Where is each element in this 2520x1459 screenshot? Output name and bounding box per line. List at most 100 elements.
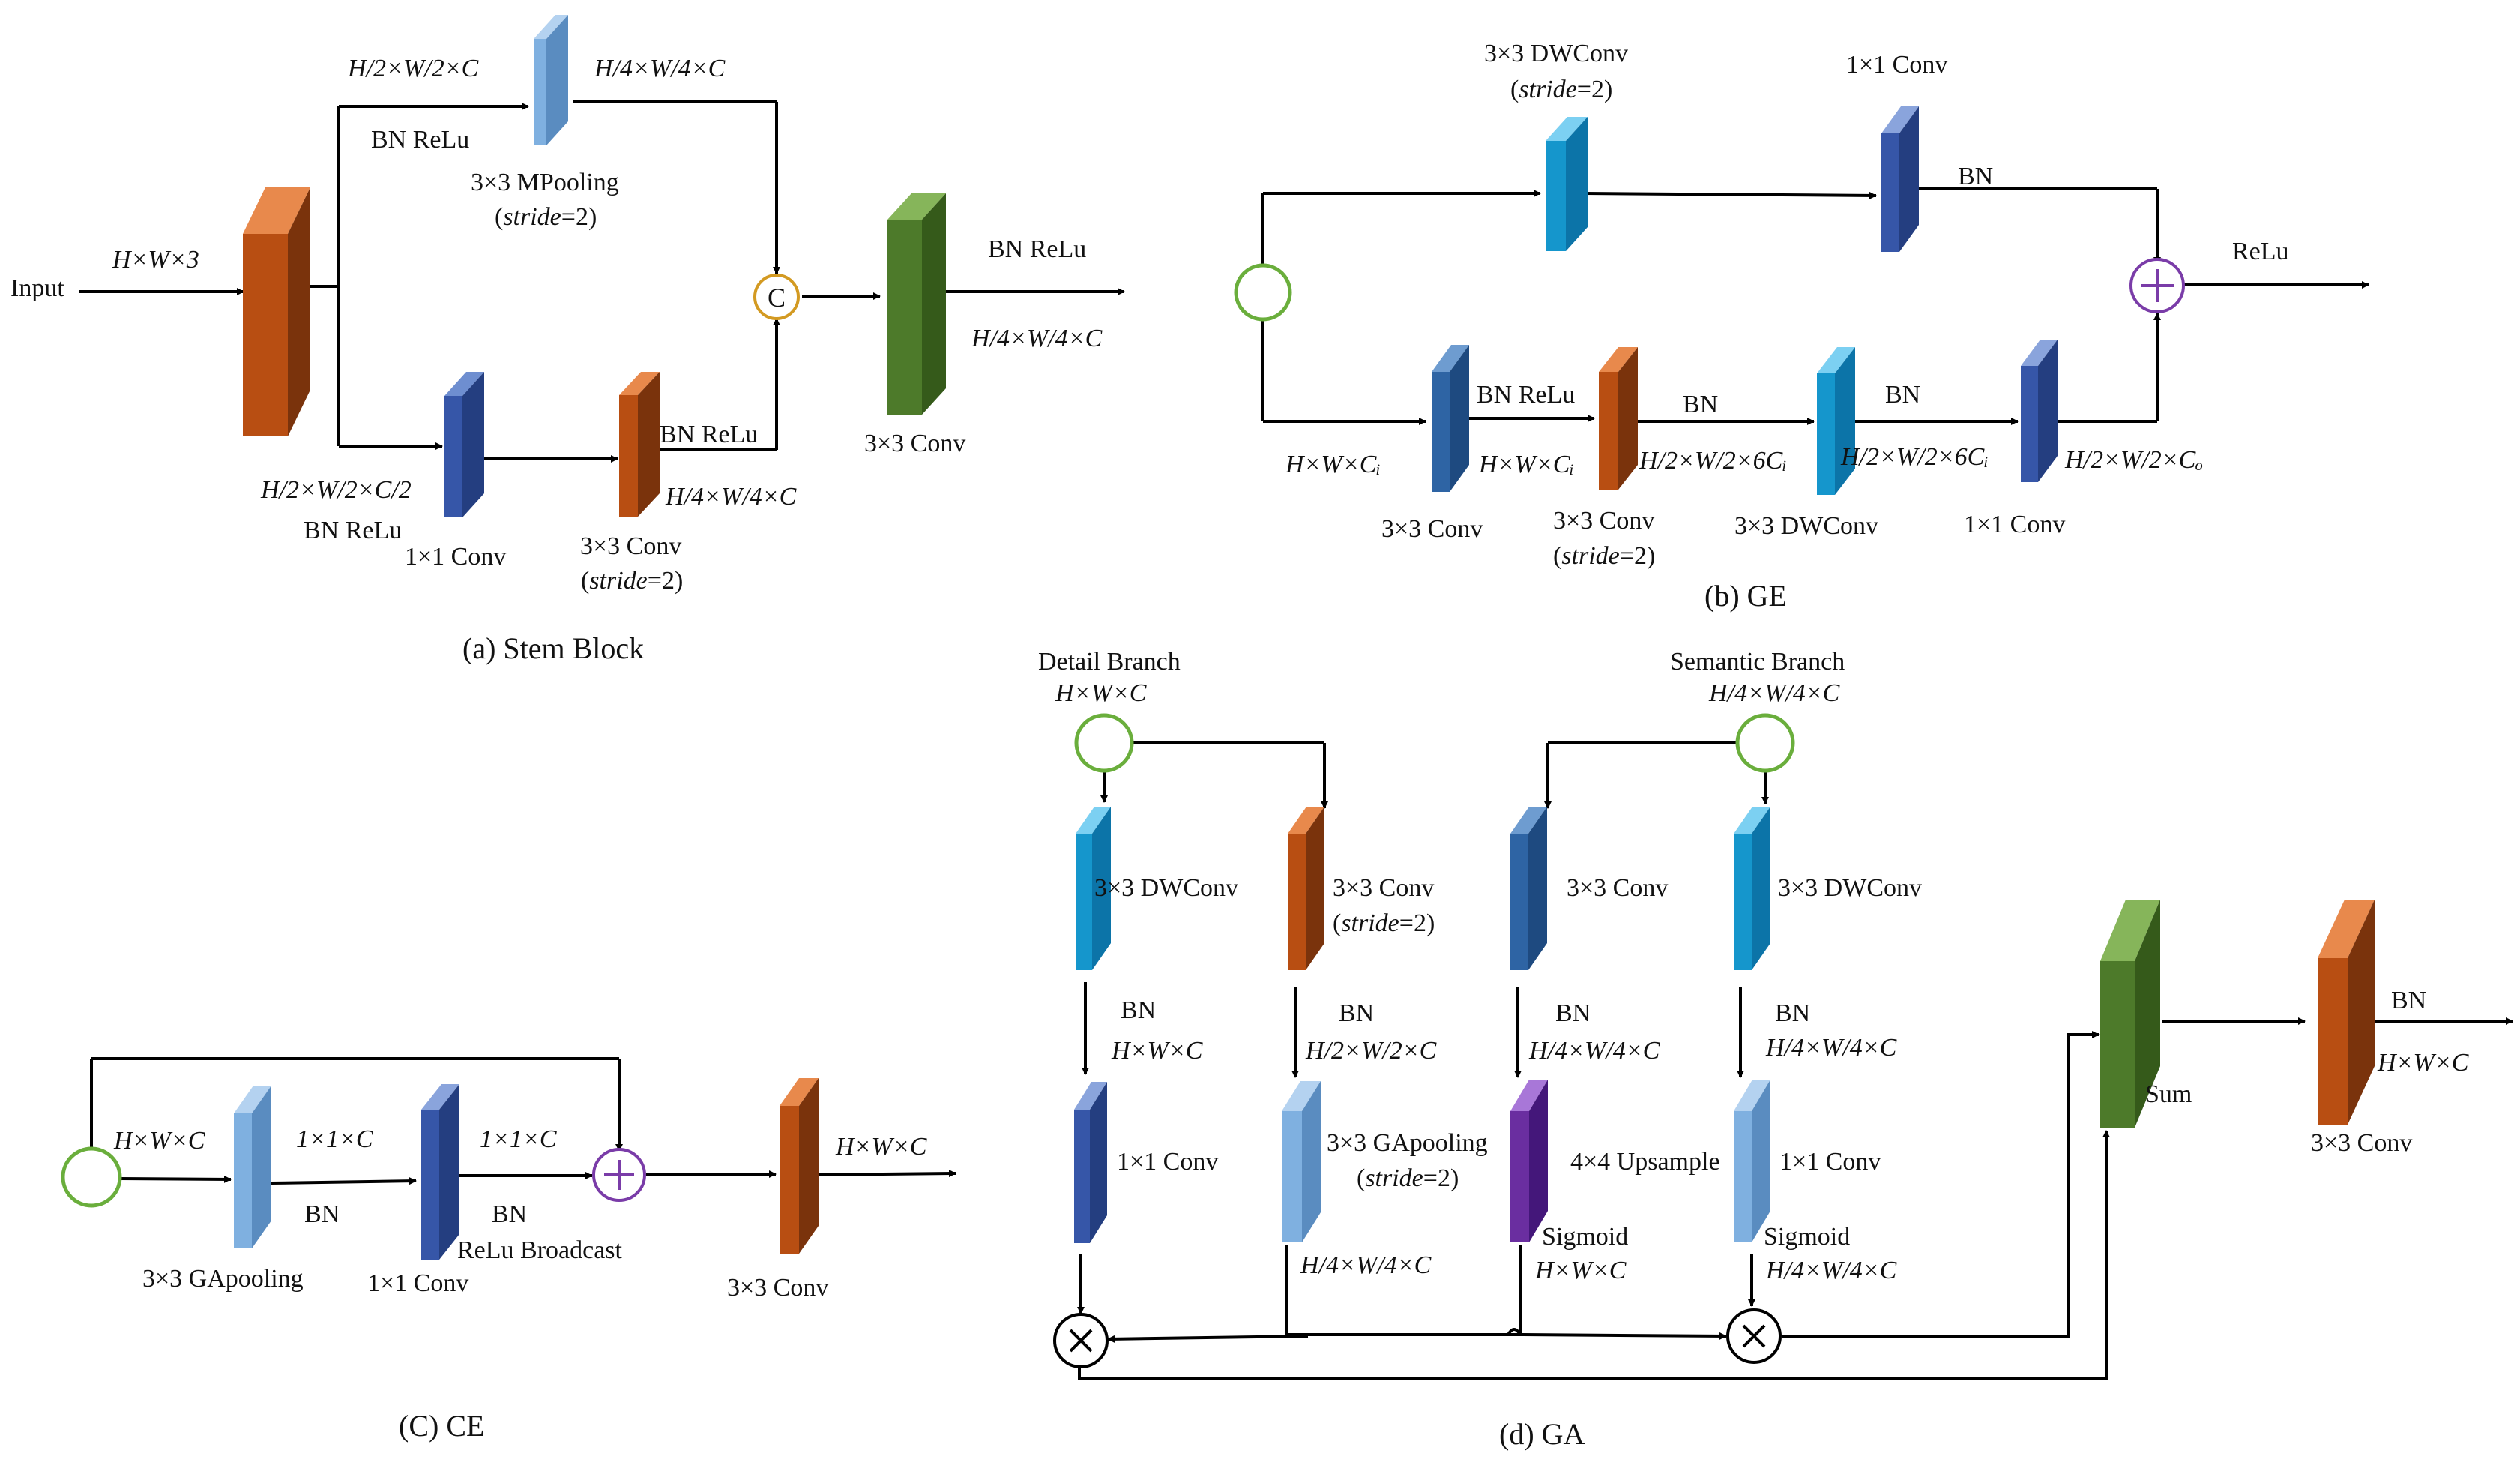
stem-mpooling-block [534, 15, 568, 145]
stem-dim-out: H/4×W/4×C [971, 325, 1103, 352]
ga-semantic-dim: H/4×W/4×C [1708, 679, 1840, 707]
ga-bn-1: BN [1121, 996, 1156, 1024]
ga-dim-gap: H/4×W/4×C [1300, 1251, 1432, 1279]
ce-relu-broadcast: ReLu Broadcast [457, 1236, 623, 1264]
ga-dim-2: H/2×W/2×C [1305, 1037, 1437, 1065]
stem-bn-relu-bot: BN ReLu [304, 517, 402, 544]
ge-dwconv-top-stride: (stride=2) [1510, 76, 1612, 103]
ga-gapooling-stride: (stride=2) [1357, 1164, 1459, 1192]
stem-bn-relu-bot2: BN ReLu [660, 421, 758, 448]
stem-mpooling-label: 3×3 MPooling [471, 169, 619, 196]
ga-sigmoid-2: Sigmoid [1764, 1223, 1850, 1251]
stem-dim-top2: H/4×W/4×C [594, 55, 726, 82]
ga-dim-1: H×W×C [1111, 1037, 1203, 1065]
ge-bn-top: BN [1958, 163, 1993, 190]
ge-3x3-conv-stride-block [1599, 347, 1638, 490]
ga-bn-2: BN [1339, 999, 1374, 1027]
ga-1x1-conv-4-block [1734, 1080, 1770, 1242]
stem-3x3-conv-block [619, 372, 660, 517]
ge-bn-relu: BN ReLu [1477, 381, 1575, 409]
ce-caption: (C) CE [399, 1409, 484, 1443]
stem-wires [79, 100, 1125, 463]
stem-caption: (a) Stem Block [462, 631, 644, 665]
ga-1x1-conv-1-label: 1×1 Conv [1117, 1148, 1218, 1176]
stem-input-label: Input [10, 274, 64, 302]
ge-3x3-conv-block [1432, 345, 1469, 492]
ga-conv-3-label: 3×3 Conv [1567, 874, 1668, 902]
ge-bn-mid1: BN [1683, 391, 1718, 418]
ga-detail-dim: H×W×C [1055, 679, 1147, 707]
ge-1x1-conv-top-block [1881, 106, 1919, 252]
ge-dim-1: H×W×Cᵢ [1285, 451, 1381, 478]
ga-panel: Detail Branch H×W×C Semantic Branch H/4×… [1038, 648, 2513, 1451]
ge-wires [1261, 187, 2369, 425]
ge-relu: ReLu [2232, 238, 2289, 265]
ge-dwconv-top-label: 3×3 DWConv [1484, 40, 1628, 67]
stem-dim-input: H×W×3 [112, 246, 199, 274]
ge-1x1-conv-bot-label: 1×1 Conv [1964, 511, 2065, 538]
ga-sum-label: Sum [2145, 1080, 2192, 1108]
ga-conv-out-label: 3×3 Conv [2311, 1129, 2412, 1157]
stem-3x3-conv-stride: (stride=2) [581, 567, 683, 595]
ge-1x1-conv-top-label: 1×1 Conv [1846, 51, 1947, 79]
ge-3x3-conv-stride-param: (stride=2) [1553, 542, 1655, 570]
ga-dwconv-1-label: 3×3 DWConv [1094, 874, 1238, 902]
ga-1x1-conv-4-label: 1×1 Conv [1779, 1148, 1881, 1176]
ga-bn-3: BN [1555, 999, 1591, 1027]
ge-3x3-conv-label: 3×3 Conv [1381, 515, 1483, 543]
ge-bn-mid2: BN [1885, 381, 1920, 409]
ga-sigmoid-1: Sigmoid [1542, 1223, 1628, 1251]
ga-gapooling-block [1282, 1081, 1321, 1242]
ge-caption: (b) GE [1704, 579, 1787, 613]
ge-3x3-conv-stride-label: 3×3 Conv [1553, 507, 1654, 535]
ce-3x3-conv-block [780, 1078, 819, 1254]
stem-3x3-conv-label: 3×3 Conv [580, 532, 681, 560]
ce-panel: H×W×C 1×1×C 1×1×C H×W×C BN BN ReLu Broad… [61, 1057, 956, 1443]
ge-dwconv-top-block [1546, 117, 1588, 251]
stem-input-conv-block [243, 187, 310, 436]
stem-1x1-conv-block [444, 372, 484, 517]
ge-dim-2: H×W×Cᵢ [1478, 451, 1574, 478]
ce-dim-out: H×W×C [835, 1133, 927, 1161]
stem-dim-top1: H/2×W/2×C [347, 55, 479, 82]
ga-dwconv-1-block [1076, 807, 1111, 970]
ce-wires [90, 1057, 956, 1185]
ga-dwconv-4-label: 3×3 DWConv [1778, 874, 1922, 902]
ge-dwconv-bot-label: 3×3 DWConv [1734, 512, 1878, 540]
ce-input-node [61, 1146, 122, 1208]
ga-semantic-input-node [1735, 713, 1795, 773]
stem-bn-relu-top: BN ReLu [371, 126, 469, 154]
ce-bn-1: BN [304, 1200, 340, 1228]
ce-bn-2: BN [492, 1200, 527, 1228]
ga-semantic-branch-label: Semantic Branch [1670, 648, 1845, 676]
ce-gapooling-block [234, 1086, 271, 1248]
ga-caption: (d) GA [1499, 1417, 1585, 1451]
stem-dim-bot1: H/2×W/2×C/2 [260, 476, 412, 504]
ce-3x3-conv-label: 3×3 Conv [727, 1274, 828, 1302]
ga-detail-input-node [1074, 713, 1134, 773]
ce-1x1-conv-block [421, 1084, 459, 1260]
ce-dim-2: 1×1×C [296, 1125, 373, 1153]
ga-bn-out: BN [2391, 987, 2426, 1014]
stem-output-conv-block [887, 193, 946, 415]
ge-dim-4: H/2×W/2×6Cᵢ [1840, 443, 1989, 471]
stem-1x1-conv-label: 1×1 Conv [405, 543, 506, 571]
ga-gapooling-label: 3×3 GApooling [1327, 1129, 1488, 1157]
ge-input-node [1234, 263, 1292, 322]
ce-add-node [592, 1148, 646, 1202]
ce-dim-3: 1×1×C [480, 1125, 557, 1153]
ga-sum-block [2100, 900, 2160, 1128]
ga-dim-out: H×W×C [2377, 1049, 2469, 1077]
stem-mpooling-stride: (stride=2) [495, 203, 597, 231]
ge-dim-5: H/2×W/2×Cₒ [2064, 446, 2203, 474]
ga-dwconv-4-block [1734, 807, 1770, 970]
ga-upsample-block [1510, 1080, 1548, 1242]
ga-conv-2-block [1288, 807, 1324, 970]
ge-dwconv-bot-block [1817, 347, 1855, 495]
ga-dim-sig2: H/4×W/4×C [1765, 1257, 1897, 1284]
ga-output-conv-block [2318, 900, 2375, 1125]
stem-dim-bot2: H/4×W/4×C [665, 483, 797, 511]
ga-detail-branch-label: Detail Branch [1038, 648, 1181, 676]
stem-conv-out-label: 3×3 Conv [864, 430, 965, 457]
